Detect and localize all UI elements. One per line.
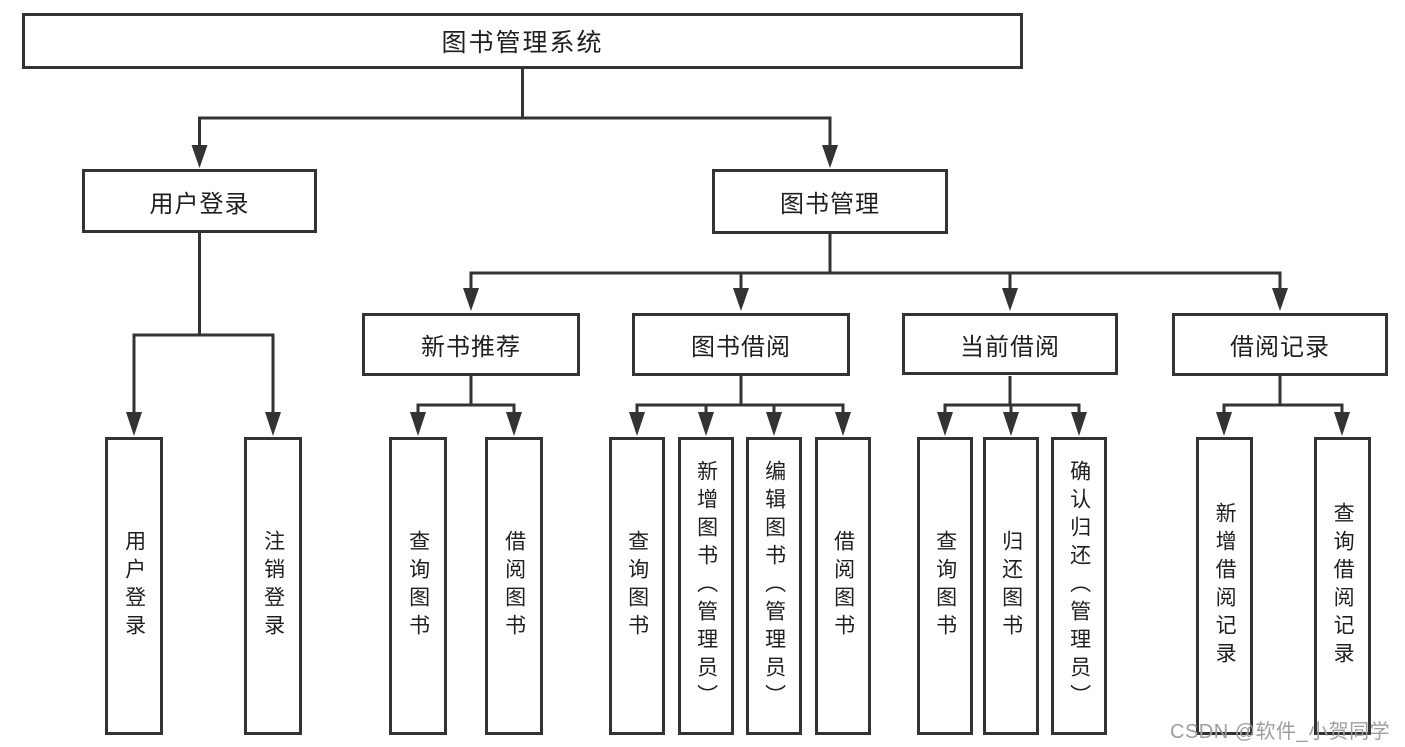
node-label: 新增图书（管理员）: [694, 460, 718, 712]
node-label: 借阅图书: [502, 530, 526, 642]
node-label: 查询图书: [933, 530, 957, 642]
node-label: 图书管理: [780, 191, 880, 218]
node-book-borrowing: 图书借阅: [632, 313, 850, 376]
node-user-login: 用户登录: [82, 169, 317, 233]
watermark-text: CSDN @软件_小贺同学: [1170, 721, 1391, 743]
node-borrowing-query-books: 查询图书: [609, 437, 665, 735]
node-current-borrowing: 当前借阅: [902, 313, 1118, 375]
node-records-add-record: 新增借阅记录: [1196, 437, 1253, 735]
node-label: 当前借阅: [960, 333, 1060, 361]
node-label: 归还图书: [999, 530, 1023, 642]
node-label: 图书管理系统: [441, 29, 604, 57]
node-current-confirm-return-admin: 确认归还（管理员）: [1051, 437, 1107, 735]
node-current-query-books: 查询图书: [917, 437, 973, 735]
node-borrowing-records: 借阅记录: [1172, 313, 1388, 376]
node-label: 查询图书: [406, 530, 430, 642]
node-leaf-logout: 注销登录: [244, 437, 302, 735]
node-label: 注销登录: [261, 530, 285, 642]
node-current-return-books: 归还图书: [983, 437, 1039, 735]
node-book-management: 图书管理: [712, 169, 948, 234]
node-leaf-user-login: 用户登录: [105, 437, 163, 735]
node-new-book-recommend: 新书推荐: [362, 313, 580, 376]
node-label: 新书推荐: [421, 334, 521, 361]
node-label: 用户登录: [122, 530, 146, 642]
node-label: 图书借阅: [691, 334, 791, 361]
node-recommend-borrow-books: 借阅图书: [485, 437, 543, 735]
node-recommend-query-books: 查询图书: [389, 437, 447, 735]
node-label: 借阅记录: [1230, 334, 1330, 361]
node-label: 查询借阅记录: [1331, 502, 1355, 670]
node-borrowing-edit-books-admin: 编辑图书（管理员）: [746, 437, 802, 735]
node-library-management-system: 图书管理系统: [22, 13, 1023, 69]
node-borrowing-add-books-admin: 新增图书（管理员）: [678, 437, 734, 735]
node-label: 新增借阅记录: [1213, 502, 1237, 670]
node-label: 借阅图书: [831, 530, 855, 642]
node-label: 编辑图书（管理员）: [762, 460, 786, 712]
node-borrowing-borrow-books: 借阅图书: [815, 437, 871, 735]
node-label: 用户登录: [149, 190, 250, 218]
node-label: 查询图书: [625, 530, 649, 642]
node-records-query-record: 查询借阅记录: [1314, 437, 1371, 735]
node-label: 确认归还（管理员）: [1067, 460, 1091, 712]
